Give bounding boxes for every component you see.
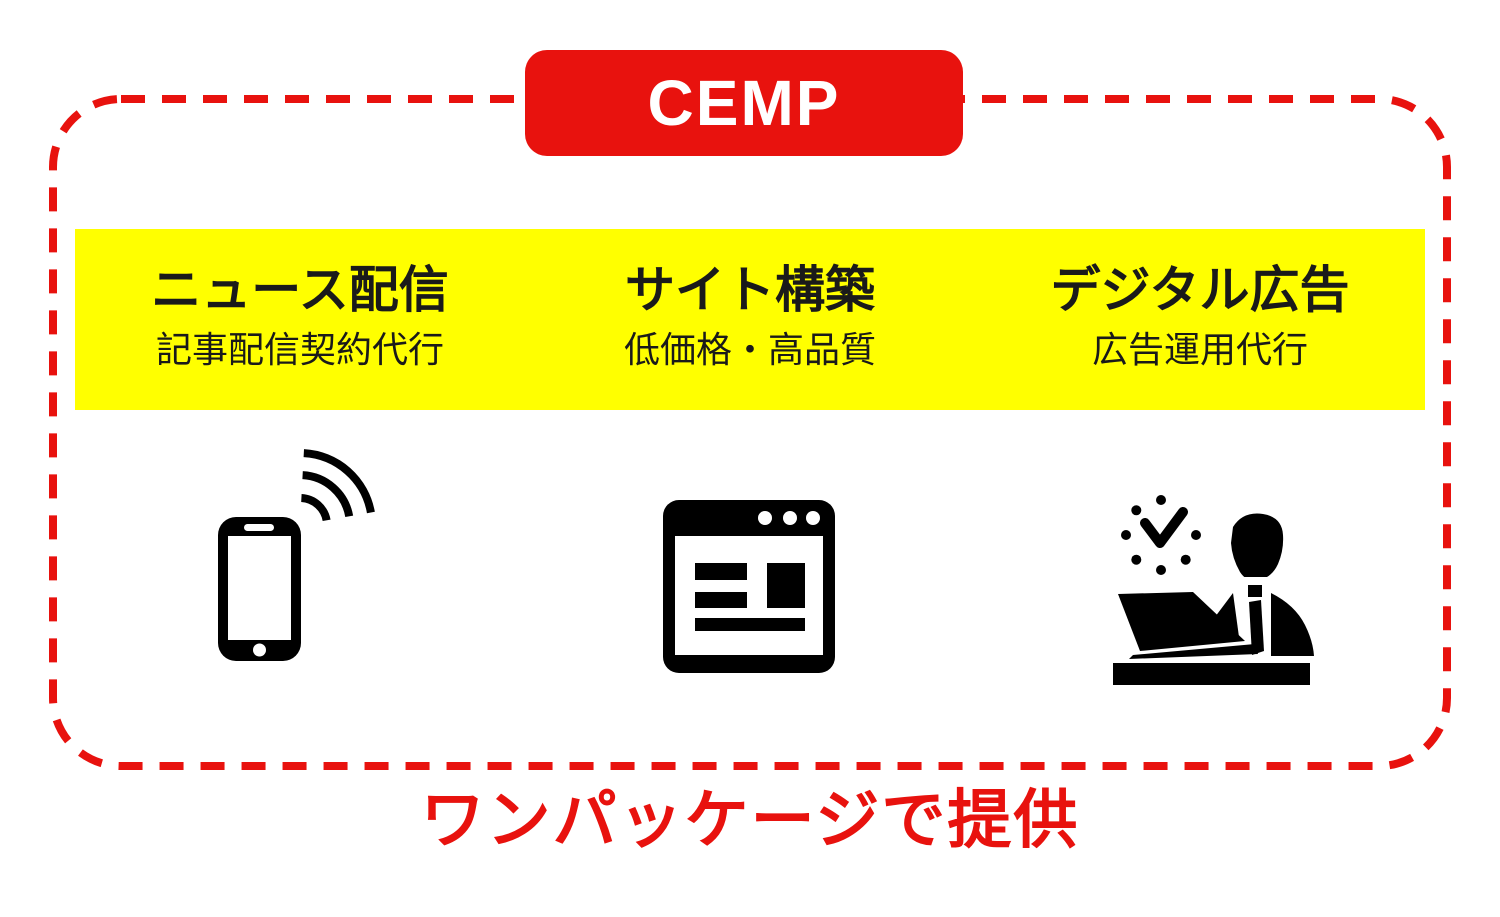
smartphone-signal-icon xyxy=(218,449,375,661)
person-desk-clock-icon xyxy=(1113,495,1314,685)
service-column-ads: デジタル広告 広告運用代行 xyxy=(975,229,1425,410)
cemp-title-text: CEMP xyxy=(647,67,841,139)
browser-window-icon xyxy=(663,500,835,673)
services-band: ニュース配信 記事配信契約代行 サイト構築 低価格・高品質 デジタル広告 広告運… xyxy=(75,229,1425,410)
service-subtitle: 低価格・高品質 xyxy=(623,329,876,370)
service-column-site: サイト構築 低価格・高品質 xyxy=(525,229,975,410)
service-title: デジタル広告 xyxy=(1050,262,1350,318)
cemp-title-box: CEMP xyxy=(525,50,963,156)
service-column-news: ニュース配信 記事配信契約代行 xyxy=(75,229,525,410)
service-title: サイト構築 xyxy=(625,262,875,318)
service-title: ニュース配信 xyxy=(151,262,449,318)
service-subtitle: 広告運用代行 xyxy=(1091,329,1308,370)
footer-caption: ワンパッケージで提供 xyxy=(420,784,1080,856)
service-subtitle: 記事配信契約代行 xyxy=(155,329,444,370)
